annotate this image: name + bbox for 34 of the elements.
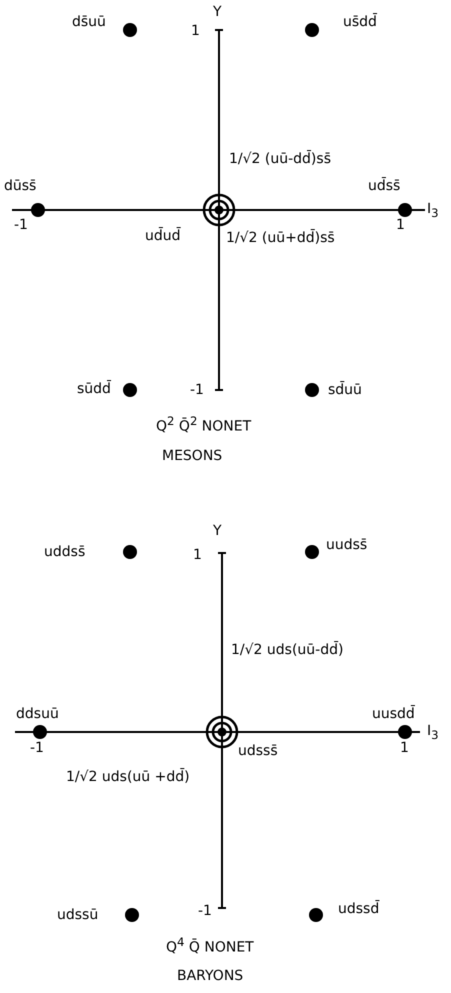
state-label: ud̄ss̄ (368, 177, 400, 195)
state-label: 1/√2 uds(uū +dd̄) (66, 768, 190, 786)
state-label: dūss̄ (4, 177, 36, 195)
diagram-caption: MESONS (162, 447, 222, 465)
state-label: sūdd̄ (77, 380, 111, 398)
state-label: 1/√2 (uū-dd̄)ss̄ (229, 150, 331, 168)
state-label: sd̄uū (328, 381, 362, 399)
axis-label: I$_{3}$ (427, 722, 439, 744)
tick-label: -1 (198, 902, 212, 920)
tick-label: -1 (30, 739, 44, 757)
tick-label: -1 (14, 216, 28, 234)
state-label: udsss̄ (238, 742, 278, 760)
tick-label: 1 (396, 216, 405, 234)
tick-label: 1 (191, 22, 200, 40)
state-label: uddss̄ (44, 543, 86, 561)
state-label: udssd̄ (338, 900, 380, 918)
state-label: uusdd̄ (372, 705, 415, 723)
tick-label: 1 (400, 739, 409, 757)
diagram-caption: Q$^{2}$ Q̄$^{2}$ NONET (156, 413, 252, 436)
state-label: us̄dd̄ (343, 13, 377, 31)
state-label: ddsuū (16, 705, 59, 723)
state-label: 1/√2 uds(uū-dd̄) (231, 641, 344, 659)
diagram-caption: BARYONS (177, 967, 244, 985)
diagram-caption: Q$^{4}$ Q̄ NONET (166, 934, 254, 957)
state-label: 1/√2 (uū+dd̄)ss̄ (226, 229, 335, 247)
state-label: ud̄ud̄ (145, 227, 181, 245)
state-label: uudss̄ (326, 536, 368, 554)
tick-label: -1 (190, 381, 204, 399)
axis-label: Y (213, 522, 222, 540)
state-label: ds̄uū (72, 13, 106, 31)
tick-label: 1 (193, 546, 202, 564)
axis-label: I$_{3}$ (427, 200, 439, 222)
state-label: udssū (57, 906, 98, 924)
axis-label: Y (213, 3, 222, 21)
